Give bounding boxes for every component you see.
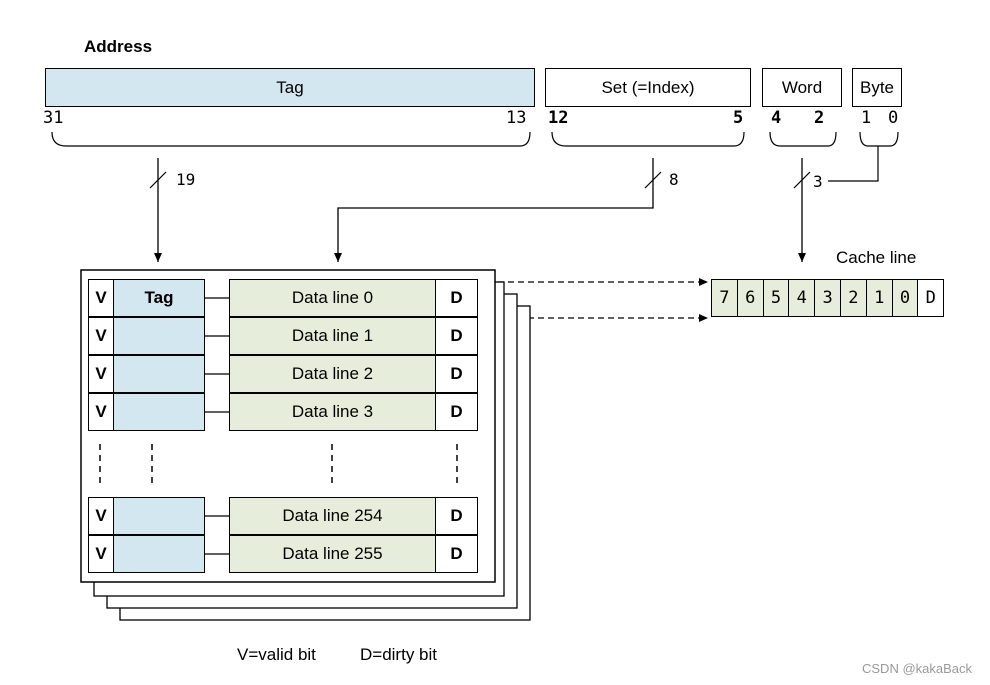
data-line-text: Data line 3 [291, 402, 374, 421]
cache-line-cell: 3 [814, 279, 841, 317]
dirty-bit-text: D [450, 506, 463, 525]
set-bit-hi: 12 [548, 108, 569, 128]
tag-cell: Tag [113, 279, 205, 317]
valid-bit-text: V [95, 506, 107, 525]
cache-line-cell-text: 0 [899, 288, 911, 308]
set-bit-lo: 5 [733, 108, 744, 128]
word-bit-lo: 2 [814, 108, 825, 128]
cache-line-cell: 6 [736, 279, 764, 317]
tag-bit-lo: 13 [506, 108, 527, 128]
dirty-bit: D [435, 317, 478, 355]
valid-bit-text: V [95, 364, 107, 383]
valid-bit-text: V [95, 326, 107, 345]
word-slash [793, 171, 811, 189]
cache-line-cell-text: 6 [745, 288, 756, 308]
cache-line-cell: 1 [865, 279, 893, 317]
word-bit-hi: 4 [771, 108, 782, 128]
cache-line-cell: 2 [840, 279, 867, 317]
dirty-bit-text: D [450, 364, 463, 383]
data-line: Data line 3 [229, 393, 436, 431]
cache-line-cell-text: 2 [848, 288, 859, 308]
set-arrow [334, 158, 654, 262]
byte-bit-lo: 0 [888, 108, 899, 128]
valid-bit: V [88, 355, 114, 393]
byte-bit-hi: 1 [861, 108, 872, 128]
dirty-bit: D [435, 355, 478, 393]
valid-bit: V [88, 279, 114, 317]
dirty-bit-text: D [450, 544, 463, 563]
cache-line-title: Cache line [836, 248, 917, 267]
byte-field-label: Byte [859, 77, 895, 97]
tag-field: Tag [45, 68, 535, 107]
data-line-text: Data line 2 [291, 364, 374, 383]
cache-line-cell: 0 [891, 279, 919, 317]
cache-line-cell-text: 7 [719, 288, 730, 308]
set-brace [551, 131, 745, 147]
valid-bit: V [88, 497, 114, 535]
tag-field-label: Tag [276, 77, 304, 97]
data-line: Data line 1 [229, 317, 436, 355]
address-title: Address [84, 37, 153, 56]
dirty-bit-text: D [450, 288, 463, 307]
cache-line-cell: 5 [762, 279, 790, 317]
valid-bit: V [88, 317, 114, 355]
set-bus-width: 8 [669, 170, 679, 189]
word-bus-width: 3 [813, 172, 823, 191]
cache-line-cell: 4 [788, 279, 816, 317]
dirty-bit: D [435, 393, 478, 431]
legend-valid: V=valid bit [237, 645, 316, 664]
dirty-bit-text: D [450, 326, 463, 345]
tag-cell [113, 497, 205, 535]
tag-slash [149, 171, 167, 189]
dirty-bit: D [435, 279, 478, 317]
word-field: Word [762, 68, 842, 107]
data-line-text: Data line 255 [282, 544, 383, 563]
byte-line [828, 146, 879, 182]
data-line: Data line 254 [229, 497, 436, 535]
legend-dirty: D=dirty bit [360, 645, 437, 664]
valid-bit-text: V [95, 544, 107, 563]
cache-line-dirty-text: D [925, 288, 936, 308]
cache-line-cell-text: 5 [770, 288, 782, 308]
data-line: Data line 0 [229, 279, 436, 317]
set-field: Set (=Index) [545, 68, 751, 107]
watermark: CSDN @kakaBack [862, 661, 973, 676]
cache-line-dirty-cell: D [917, 279, 945, 317]
dirty-bit: D [435, 497, 478, 535]
valid-bit: V [88, 393, 114, 431]
dirty-bit: D [435, 535, 478, 573]
data-line: Data line 2 [229, 355, 436, 393]
set-field-label: Set (=Index) [601, 77, 695, 97]
tag-cell [113, 355, 205, 393]
data-line-text: Data line 0 [291, 288, 374, 307]
data-line-text: Data line 254 [282, 506, 383, 525]
tag-cell [113, 317, 205, 355]
cache-line-cell-text: 1 [874, 288, 885, 308]
cache-line-cell-text: 3 [822, 288, 833, 308]
cache-line-cell-text: 4 [796, 288, 807, 308]
set-slash [644, 171, 662, 189]
tag-cell-text: Tag [144, 288, 174, 307]
data-line-text: Data line 1 [291, 326, 374, 345]
tag-bit-hi: 31 [43, 108, 64, 128]
byte-brace [859, 131, 899, 147]
data-line: Data line 255 [229, 535, 436, 573]
tag-bus-width: 19 [176, 170, 196, 189]
valid-bit: V [88, 535, 114, 573]
tag-brace [51, 131, 531, 147]
dirty-bit-text: D [450, 402, 463, 421]
cache-line-cell: 7 [711, 279, 738, 317]
tag-cell [113, 535, 205, 573]
word-field-label: Word [781, 77, 823, 97]
valid-bit-text: V [95, 288, 107, 307]
valid-bit-text: V [95, 402, 107, 421]
byte-field: Byte [852, 68, 902, 107]
word-brace [769, 131, 837, 147]
tag-cell [113, 393, 205, 431]
